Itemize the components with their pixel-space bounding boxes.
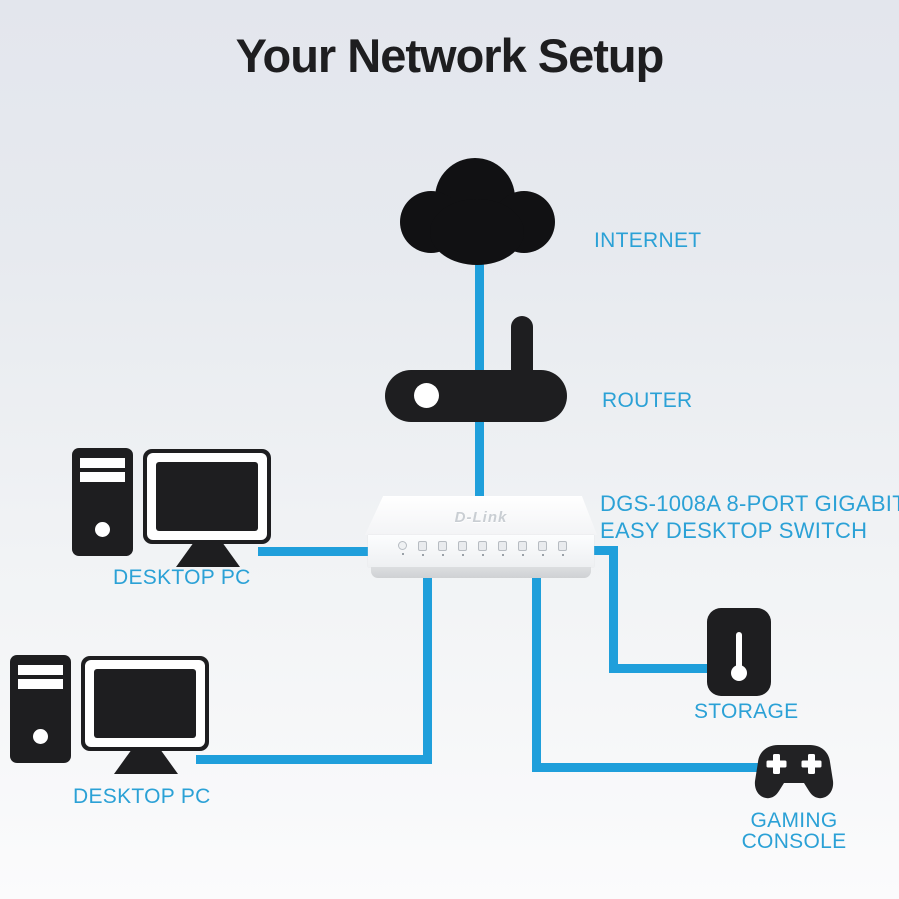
desktop-pc-icon: [72, 448, 272, 570]
switch-label: DGS-1008A 8-PORT GIGABIT EASY DESKTOP SW…: [600, 490, 899, 544]
port-led-icon: [418, 541, 427, 556]
storage-icon: [707, 608, 771, 696]
tower-slot: [80, 458, 125, 468]
desktop-pc-icon: [10, 655, 210, 777]
port-led-icon: [458, 541, 467, 556]
pc-monitor: [81, 656, 209, 751]
cable-desktop2-vertical: [423, 560, 432, 764]
port-led-icon: [518, 541, 527, 556]
router-body: [385, 370, 567, 422]
internet-label: INTERNET: [594, 229, 702, 252]
switch-top-face: D-Link: [365, 496, 597, 535]
cable-storage-vertical: [609, 546, 618, 673]
switch-front-face: [368, 535, 594, 567]
cable-desktop1: [258, 547, 370, 556]
cable-desktop2-horizontal: [196, 755, 432, 764]
router-icon: [385, 316, 567, 422]
desktop-pc-1-label: DESKTOP PC: [113, 566, 251, 589]
tower-button: [33, 729, 48, 744]
pc-tower: [10, 655, 71, 763]
port-led-icon: [558, 541, 567, 556]
storage-label: STORAGE: [694, 700, 799, 723]
tower-button: [95, 522, 110, 537]
router-label: ROUTER: [602, 389, 693, 412]
port-led-icon: [478, 541, 487, 556]
monitor-stand: [114, 750, 178, 774]
switch-brand-logo: D-Link: [454, 509, 508, 526]
tower-slot: [80, 472, 125, 482]
monitor-screen: [94, 669, 196, 738]
pc-monitor: [143, 449, 271, 544]
tower-slot: [18, 665, 63, 675]
switch-label-line1: DGS-1008A 8-PORT GIGABIT: [600, 491, 899, 516]
monitor-stand: [176, 543, 240, 567]
gaming-console-label: GAMING CONSOLE: [741, 809, 847, 853]
router-light: [414, 383, 439, 408]
switch-label-line2: EASY DESKTOP SWITCH: [600, 518, 868, 543]
power-led-icon: [398, 541, 407, 556]
pc-tower: [72, 448, 133, 556]
page-title: Your Network Setup: [235, 29, 665, 82]
monitor-screen: [156, 462, 258, 531]
port-led-icon: [538, 541, 547, 556]
router-antenna: [511, 316, 533, 386]
cable-gaming-vertical: [532, 560, 541, 772]
cloud-icon: [400, 158, 555, 265]
port-led-icon: [438, 541, 447, 556]
cable-gaming-horizontal: [532, 763, 766, 772]
cable-storage-bottom: [609, 664, 709, 673]
switch-base: [371, 567, 591, 578]
desktop-pc-2-label: DESKTOP PC: [73, 785, 211, 808]
storage-indicator: [736, 632, 742, 672]
gamepad-icon: [754, 745, 834, 799]
cable-storage-top: [588, 546, 618, 555]
port-led-icon: [498, 541, 507, 556]
switch-icon: D-Link: [365, 490, 597, 578]
tower-slot: [18, 679, 63, 689]
switch-ports-row: [398, 541, 567, 556]
